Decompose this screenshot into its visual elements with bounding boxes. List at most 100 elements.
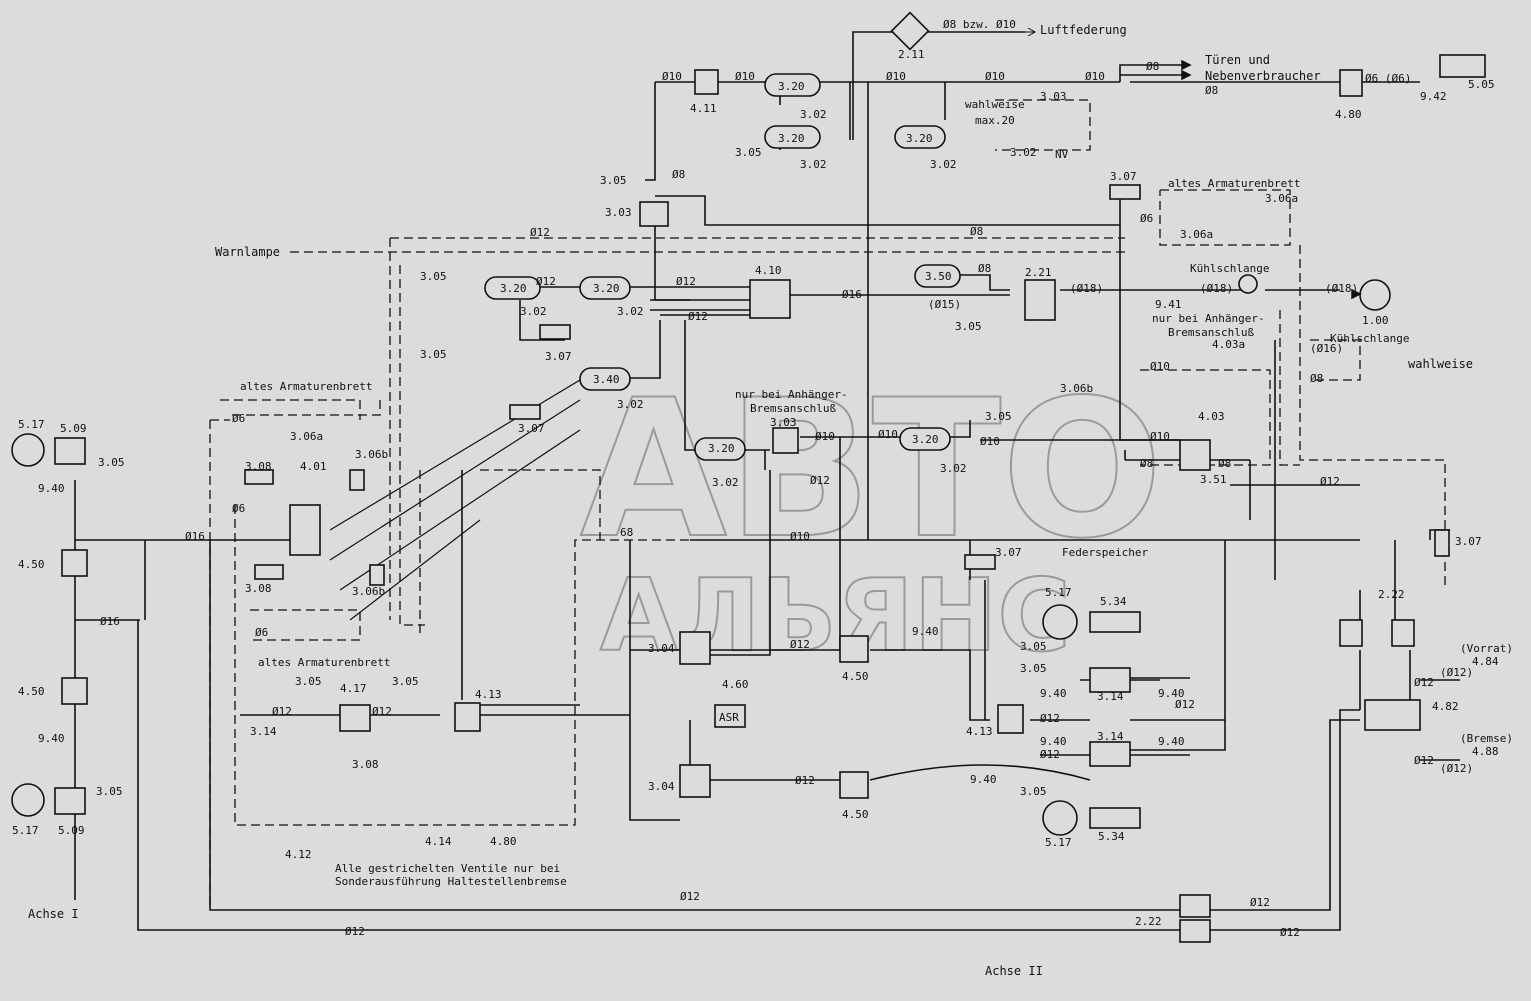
pipe-label: (Ø12) bbox=[1440, 666, 1473, 679]
pipe-label: Ø12 bbox=[810, 474, 830, 487]
lbl-3-06a-top: 3.06a bbox=[1265, 192, 1298, 205]
lbl-3-20-b: 3.20 bbox=[778, 132, 805, 145]
lbl-3-04-a: 3.04 bbox=[648, 642, 675, 655]
lbl-9-40-a: 9.40 bbox=[38, 482, 65, 495]
lbl-2-21: 2.21 bbox=[1025, 266, 1052, 279]
pipe-label: Ø12 bbox=[680, 890, 700, 903]
lbl-3-02-c: 3.02 bbox=[930, 158, 957, 171]
reservoir-3-50 bbox=[914, 264, 961, 288]
pipe-label: Ø10 bbox=[1150, 360, 1170, 373]
lbl-3-51: 3.51 bbox=[1200, 473, 1227, 486]
lbl-3-07-b: 3.07 bbox=[545, 350, 572, 363]
valve-2-22-a1 bbox=[1339, 619, 1363, 647]
valve-5-05 bbox=[1439, 54, 1486, 78]
lbl-4-84: 4.84 bbox=[1472, 655, 1499, 668]
pipe-label: Ø6 bbox=[255, 626, 268, 639]
reservoir-3-20-top-c bbox=[894, 125, 946, 149]
valve-3-07-mid bbox=[539, 324, 571, 340]
pipe-label: Ø10 bbox=[1150, 430, 1170, 443]
pipe-label: Ø10 bbox=[735, 70, 755, 83]
reservoir-3-20-mid-b bbox=[579, 276, 631, 300]
lbl-2-22-b: 2.22 bbox=[1135, 915, 1162, 928]
label-altes-top-right: altes Armaturenbrett bbox=[1168, 177, 1300, 190]
label-luftfederung: Luftfederung bbox=[1040, 23, 1127, 37]
pipe-label: (Ø12) bbox=[1440, 762, 1473, 775]
pipe-label: Ø8 bbox=[978, 262, 991, 275]
reservoirs bbox=[484, 73, 961, 461]
lbl-3-05-m: 3.05 bbox=[392, 675, 419, 688]
valve-4-80-top bbox=[1339, 69, 1363, 97]
pipe-label: Ø10 bbox=[790, 530, 810, 543]
lbl-4-10: 4.10 bbox=[755, 264, 782, 277]
lbl-3-50: 3.50 bbox=[925, 270, 952, 283]
valve-3-07-fs bbox=[964, 554, 996, 570]
lbl-9-40-f: 9.40 bbox=[1040, 735, 1067, 748]
lbl-4-13-a: 4.13 bbox=[475, 688, 502, 701]
pipe-label: Ø12 bbox=[790, 638, 810, 651]
lbl-1-00: 1.00 bbox=[1362, 314, 1389, 327]
valve-4-50-d bbox=[839, 771, 869, 799]
pipe-label: Ø12 bbox=[1250, 896, 1270, 909]
dashed-lines bbox=[209, 99, 1446, 910]
lbl-3-07-d: 3.07 bbox=[1455, 535, 1482, 548]
valve-3-03 bbox=[639, 201, 669, 227]
valve-2-22-b2 bbox=[1179, 919, 1211, 943]
valve-4-03 bbox=[1179, 439, 1211, 471]
arrows bbox=[1181, 59, 1362, 300]
valve-3-07-b bbox=[509, 404, 541, 420]
lbl-4-80: 4.80 bbox=[1335, 108, 1362, 121]
lbl-4-82: 4.82 bbox=[1432, 700, 1459, 713]
valve-4-10 bbox=[749, 279, 791, 319]
pipe-label: Ø16 bbox=[100, 615, 120, 628]
label-federspeicher: Federspeicher bbox=[1062, 546, 1148, 559]
valve-5-34-a bbox=[1089, 611, 1141, 633]
diagonal-lines bbox=[329, 379, 581, 621]
valve-kuehl bbox=[1238, 274, 1258, 294]
valve-3-06b-left bbox=[349, 469, 365, 491]
label-wahlweise-right: wahlweise bbox=[1408, 357, 1473, 371]
lbl-9-42: 9.42 bbox=[1420, 90, 1447, 103]
lbl-3-06a-top-b: 3.06a bbox=[1180, 228, 1213, 241]
valve-asr bbox=[714, 704, 746, 728]
lbl-9-40-d: 9.40 bbox=[1040, 687, 1067, 700]
label-asr: ASR bbox=[719, 711, 739, 724]
lbl-3-05-b: 3.05 bbox=[735, 146, 762, 159]
lbl-5-34-a: 5.34 bbox=[1100, 595, 1127, 608]
lbl-3-05-i: 3.05 bbox=[985, 410, 1012, 423]
lbl-2-11: 2.11 bbox=[898, 48, 925, 61]
pipe-label: (Ø16) bbox=[1310, 342, 1343, 355]
label-alle-1: Alle gestrichelten Ventile nur bei bbox=[335, 862, 560, 875]
lbl-3-05-f: 3.05 bbox=[955, 320, 982, 333]
lbl-3-05-g: 3.05 bbox=[420, 270, 447, 283]
brake-chamber-5-17-b bbox=[11, 783, 45, 817]
valve-3-08-left2 bbox=[254, 564, 284, 580]
lbl-3-02-a: 3.02 bbox=[800, 108, 827, 121]
valve-4-50-c bbox=[839, 635, 869, 663]
lbl-4-80-b: 4.80 bbox=[490, 835, 517, 848]
label-alle-2: Sonderausführung Haltestellenbremse bbox=[335, 875, 567, 888]
lbl-3-07-a: 3.07 bbox=[1110, 170, 1137, 183]
watermark: АВТО АЛЬЯНС bbox=[579, 358, 1164, 675]
pipe-label: Ø12 bbox=[1040, 712, 1060, 725]
lbl-4-01: 4.01 bbox=[300, 460, 327, 473]
lbl-3-14-c: 3.14 bbox=[1097, 730, 1124, 743]
label-nur-anhaenger-2: Bremsanschluß bbox=[1168, 326, 1254, 339]
lbl-3-06b-left: 3.06b bbox=[355, 448, 388, 461]
pipe-label: Ø12 bbox=[1414, 754, 1434, 767]
pipe-label: Ø10 bbox=[815, 430, 835, 443]
valve-2-11 bbox=[890, 11, 930, 51]
lbl-3-20-f: 3.20 bbox=[708, 442, 735, 455]
valve-3-04-b bbox=[679, 764, 711, 798]
lbl-3-03-b: 3.03 bbox=[770, 416, 797, 429]
valve-4-13-a bbox=[454, 702, 481, 732]
label-vorrat: (Vorrat) bbox=[1460, 642, 1513, 655]
lbl-5-05: 5.05 bbox=[1468, 78, 1495, 91]
lbl-3-05-e: 3.05 bbox=[600, 174, 627, 187]
lbl-3-05-p: 3.05 bbox=[1020, 785, 1047, 798]
valve-5-34-b bbox=[1089, 807, 1141, 829]
valve-4-11 bbox=[694, 69, 719, 95]
lbl-3-06a-left: 3.06a bbox=[290, 430, 323, 443]
lbl-9-41: 9.41 bbox=[1155, 298, 1182, 311]
reservoir-3-40 bbox=[579, 367, 631, 391]
